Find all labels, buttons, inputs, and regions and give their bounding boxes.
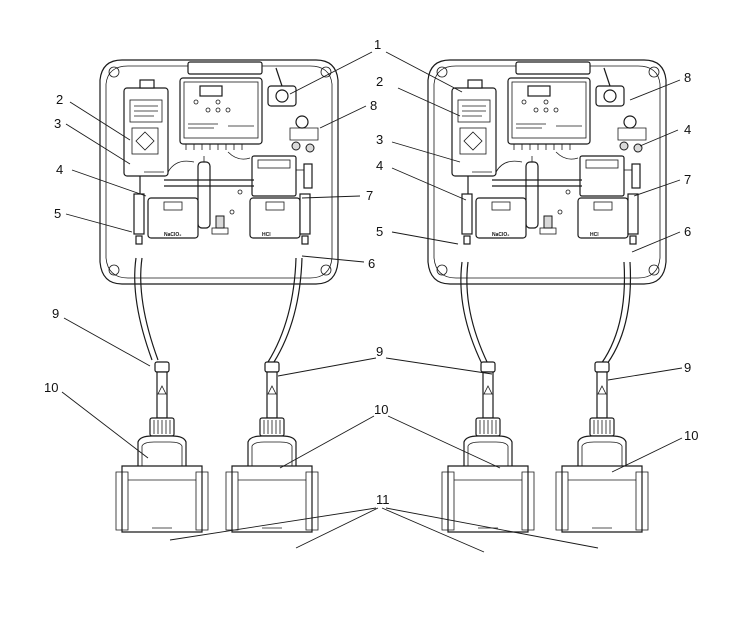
- callout-3-right: 3: [376, 132, 383, 147]
- left-control-panel: [99, 59, 339, 285]
- left-pump-label-a: NaClO₂: [164, 232, 182, 238]
- callout-4-right: 4: [684, 122, 691, 137]
- callout-2-right: 2: [376, 74, 383, 89]
- right-hose-b: [603, 261, 632, 369]
- left-container-a: [115, 361, 209, 533]
- callout-labels: 1 2 2 3 3 4 4 4 5 5 6 6 7 7 8 8 9 9 9 10…: [44, 37, 698, 507]
- callout-11: 11: [376, 492, 390, 507]
- callout-10-mid: 10: [374, 402, 388, 417]
- right-hose-a: [460, 261, 483, 365]
- callout-9-left: 9: [52, 306, 59, 321]
- callout-4-left: 4: [56, 162, 63, 177]
- right-pump-label-a: NaClO₂: [492, 232, 510, 238]
- callout-4-mid: 4: [376, 158, 383, 173]
- left-hose-a: [134, 257, 153, 361]
- left-system: NaClO₂ HCl: [99, 59, 339, 533]
- callout-8-left: 8: [370, 98, 377, 113]
- right-control-panel: [427, 59, 667, 285]
- callout-9-right: 9: [684, 360, 691, 375]
- callout-2-left: 2: [56, 92, 63, 107]
- right-container-b: [555, 361, 649, 533]
- leader-lines: [61, 51, 683, 553]
- callout-5-left: 5: [54, 206, 61, 221]
- left-pump-label-b: HCl: [262, 232, 271, 238]
- left-container-b: [225, 361, 319, 533]
- callout-9-mid: 9: [376, 344, 383, 359]
- callout-7-right: 7: [684, 172, 691, 187]
- callout-10-right: 10: [684, 428, 698, 443]
- left-hose-b: [273, 257, 303, 363]
- callout-10-left: 10: [44, 380, 58, 395]
- callout-7-left: 7: [366, 188, 373, 203]
- right-system: NaClO₂ HCl: [427, 59, 667, 533]
- right-pump-label-b: HCl: [590, 232, 599, 238]
- callout-3-left: 3: [54, 116, 61, 131]
- callout-8-right: 8: [684, 70, 691, 85]
- callout-6-left: 6: [368, 256, 375, 271]
- callout-6-right: 6: [684, 224, 691, 239]
- callout-5-right: 5: [376, 224, 383, 239]
- callout-1: 1: [374, 37, 381, 52]
